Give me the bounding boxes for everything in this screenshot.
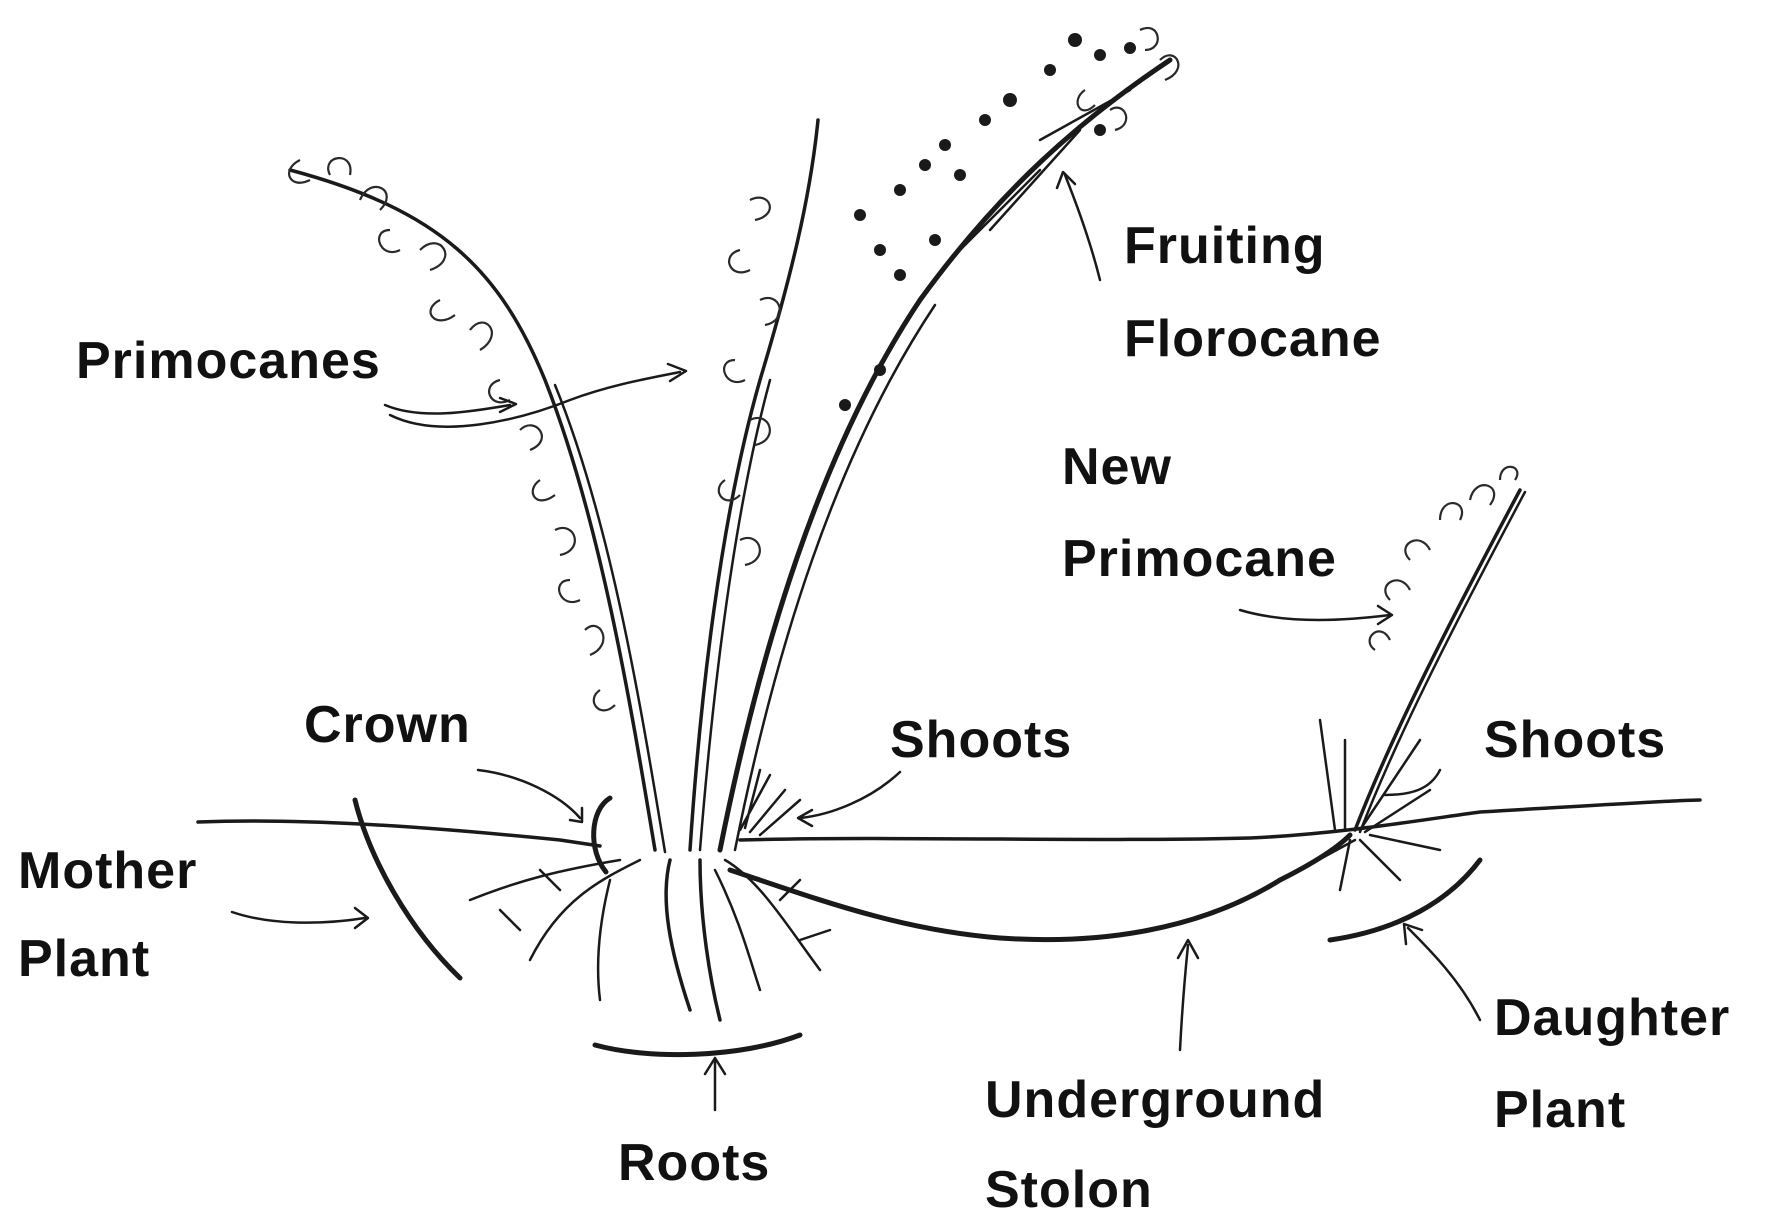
ground-line — [198, 800, 1700, 846]
roots-bracket — [595, 1035, 800, 1055]
label-daughter: Daughter — [1494, 989, 1730, 1047]
label-stolon: Stolon — [985, 1161, 1153, 1219]
label-shoots-right: Shoots — [1484, 711, 1666, 769]
stolon — [730, 835, 1350, 940]
label-mother: Mother — [18, 842, 197, 900]
label-shoots-left: Shoots — [890, 711, 1072, 769]
label-roots: Roots — [618, 1134, 770, 1192]
label-new-primocane: Primocane — [1062, 530, 1337, 588]
label-underground: Underground — [985, 1071, 1325, 1129]
label-fruiting: Fruiting — [1124, 217, 1326, 275]
primocane-center — [690, 120, 818, 850]
label-mother-plant: Plant — [18, 930, 150, 988]
label-florocane: Florocane — [1124, 310, 1382, 368]
new-primocane — [1320, 467, 1525, 832]
daughter-roots — [1300, 835, 1440, 890]
label-crown: Crown — [304, 696, 471, 754]
label-daughter-plant: Plant — [1494, 1081, 1626, 1139]
label-primocanes: Primocanes — [76, 332, 381, 390]
label-new: New — [1062, 438, 1172, 496]
